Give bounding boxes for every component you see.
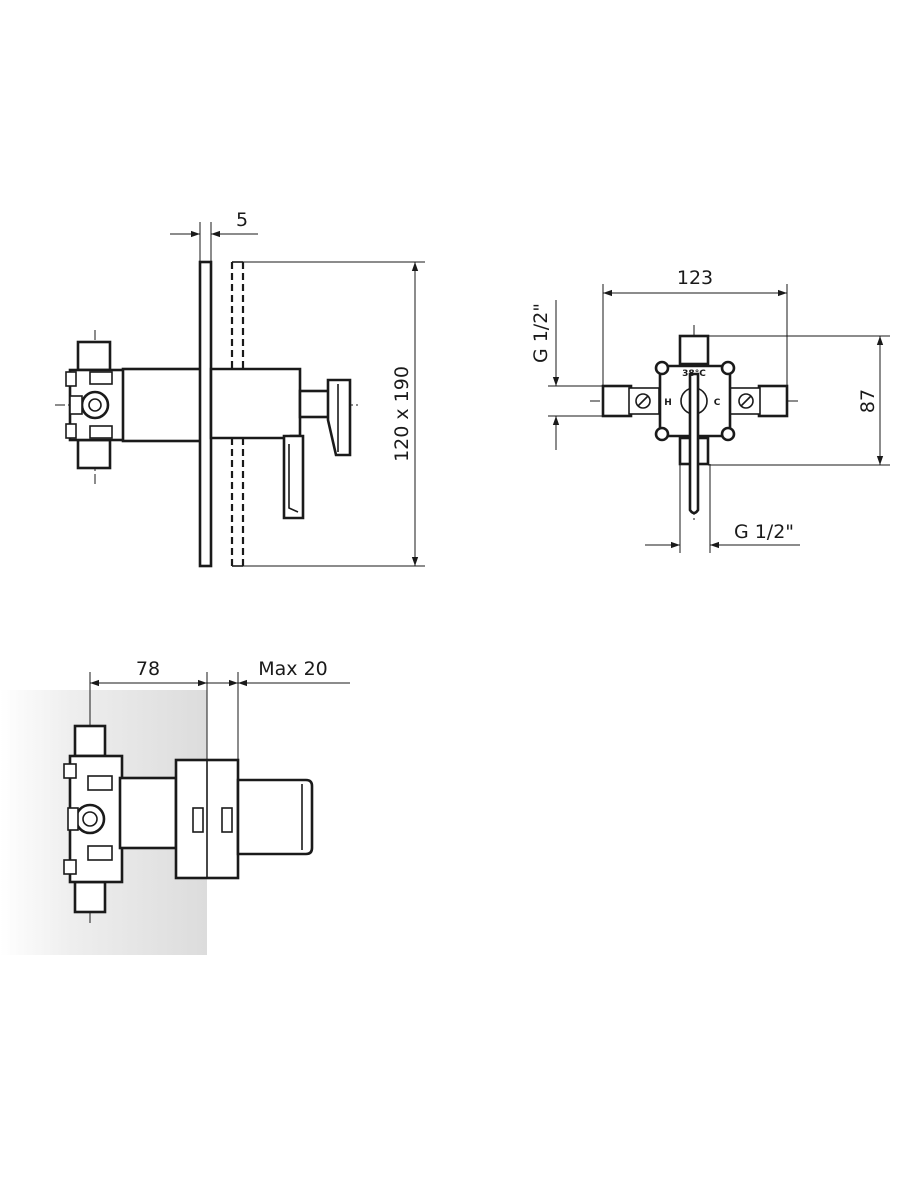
label-depth: 78 <box>136 658 160 680</box>
dim-box-height: 87 <box>708 335 890 466</box>
side-view <box>55 260 360 568</box>
dim-depth: 78 <box>89 658 208 760</box>
label-box-width: 123 <box>677 267 713 289</box>
dim-max-wall: Max 20 <box>207 658 350 760</box>
label-outlet-bottom: G 1/2" <box>734 521 794 543</box>
label-plate-thickness: 5 <box>236 209 248 231</box>
label-box-height: 87 <box>857 389 879 413</box>
label-cold: C <box>714 398 721 408</box>
label-hot: H <box>664 398 672 408</box>
front-plate <box>198 260 213 568</box>
section-view <box>0 690 314 955</box>
label-temperature: 38°C <box>682 369 706 379</box>
label-inlet-side: G 1/2" <box>530 303 552 363</box>
dim-box-width: 123 <box>602 267 788 386</box>
label-max-wall: Max 20 <box>258 658 328 680</box>
front-view: H C 38°C <box>590 325 800 522</box>
label-plate-size: 120 x 190 <box>391 366 413 462</box>
dim-plate-thickness: 5 <box>170 209 258 262</box>
valve-body-side <box>65 340 127 470</box>
dim-plate-size: 120 x 190 <box>243 261 425 567</box>
dim-outlet-bottom: G 1/2" <box>645 464 800 553</box>
dim-inlet-side: G 1/2" <box>530 300 603 450</box>
